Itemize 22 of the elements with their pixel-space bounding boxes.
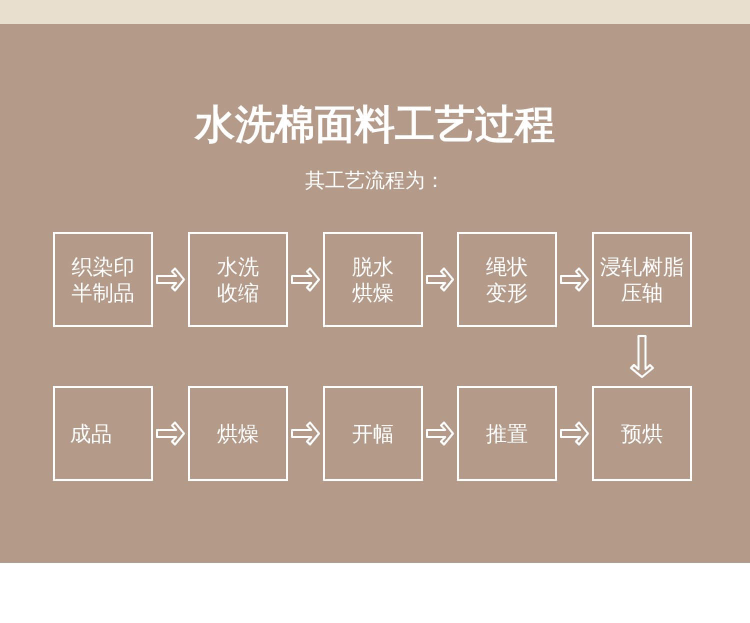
process-box (457, 386, 557, 481)
step-label: 预烘 (620, 420, 664, 446)
step-label: 浸轧树脂压轴 (599, 254, 685, 306)
step-label: 推置 (485, 420, 529, 446)
subtitle: 其工艺流程为： (305, 167, 445, 193)
step-label: 织染印半制品 (70, 254, 136, 306)
step-label: 水洗收缩 (216, 254, 260, 306)
process-box (592, 386, 692, 481)
process-box (53, 232, 153, 327)
process-box (592, 232, 692, 327)
process-box (457, 232, 557, 327)
step-label: 开幅 (351, 420, 395, 446)
step-label: 绳状变形 (485, 254, 529, 306)
process-box (188, 232, 288, 327)
process-box (53, 386, 153, 481)
title: 水洗棉面料工艺过程 (195, 101, 555, 149)
step-label: 脱水烘燥 (351, 254, 395, 306)
process-box (188, 386, 288, 481)
process-box (323, 386, 423, 481)
process-box (323, 232, 423, 327)
step-label: 烘燥 (216, 420, 260, 446)
step-label: 成品 (69, 420, 113, 446)
